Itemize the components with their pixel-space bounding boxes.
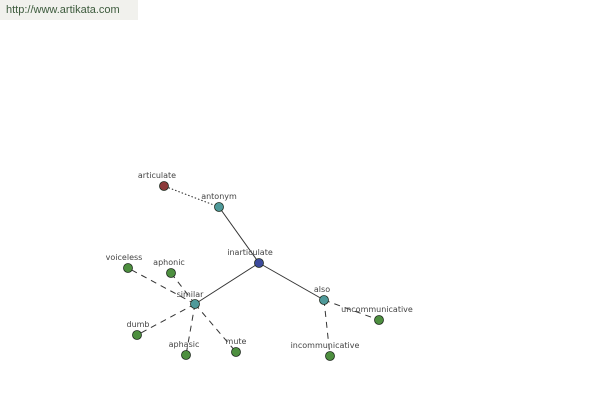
node-label-inarticulate[interactable]: inarticulate	[227, 248, 273, 257]
edge-inarticulate-similar	[194, 262, 260, 305]
node-label-articulate[interactable]: articulate	[138, 171, 176, 180]
graph-labels: inarticulate antonym similar also articulate…	[106, 171, 413, 350]
node-label-mute[interactable]: mute	[226, 337, 247, 346]
node-mute[interactable]	[231, 347, 241, 357]
edge-similar-voiceless	[127, 267, 196, 305]
edge-inarticulate-also	[258, 262, 325, 301]
node-antonym[interactable]	[214, 202, 224, 212]
node-label-voiceless[interactable]: voiceless	[106, 253, 143, 262]
edge-inarticulate-antonym	[218, 206, 260, 264]
node-label-aphasic[interactable]: aphasic	[169, 340, 200, 349]
node-aphasic[interactable]	[181, 350, 191, 360]
edge-antonym-articulate	[163, 185, 220, 208]
site-url-link[interactable]: http://www.artikata.com	[6, 4, 120, 16]
node-label-dumb[interactable]: dumb	[126, 320, 149, 329]
edge-also-uncommunicative	[323, 299, 380, 321]
node-label-uncommunicative[interactable]: uncommunicative	[341, 305, 413, 314]
node-articulate[interactable]	[159, 181, 169, 191]
node-uncommunicative[interactable]	[374, 315, 384, 325]
edge-similar-aphonic	[170, 272, 196, 305]
node-incommunicative[interactable]	[325, 351, 335, 361]
url-bar: http://www.artikata.com	[0, 0, 138, 20]
edge-also-incommunicative	[323, 299, 331, 357]
node-similar[interactable]	[190, 299, 200, 309]
graph-edges	[127, 185, 380, 357]
node-voiceless[interactable]	[123, 263, 133, 273]
node-aphonic[interactable]	[166, 268, 176, 278]
node-dumb[interactable]	[132, 330, 142, 340]
edge-similar-aphasic	[185, 303, 196, 356]
node-also[interactable]	[319, 295, 329, 305]
node-label-antonym[interactable]: antonym	[201, 192, 237, 201]
node-label-aphonic[interactable]: aphonic	[153, 258, 185, 267]
graph-nodes	[123, 181, 384, 361]
node-inarticulate[interactable]	[254, 258, 264, 268]
node-label-also[interactable]: also	[314, 285, 330, 294]
node-label-similar[interactable]: similar	[177, 290, 205, 299]
node-label-incommunicative[interactable]: incommunicative	[291, 341, 360, 350]
